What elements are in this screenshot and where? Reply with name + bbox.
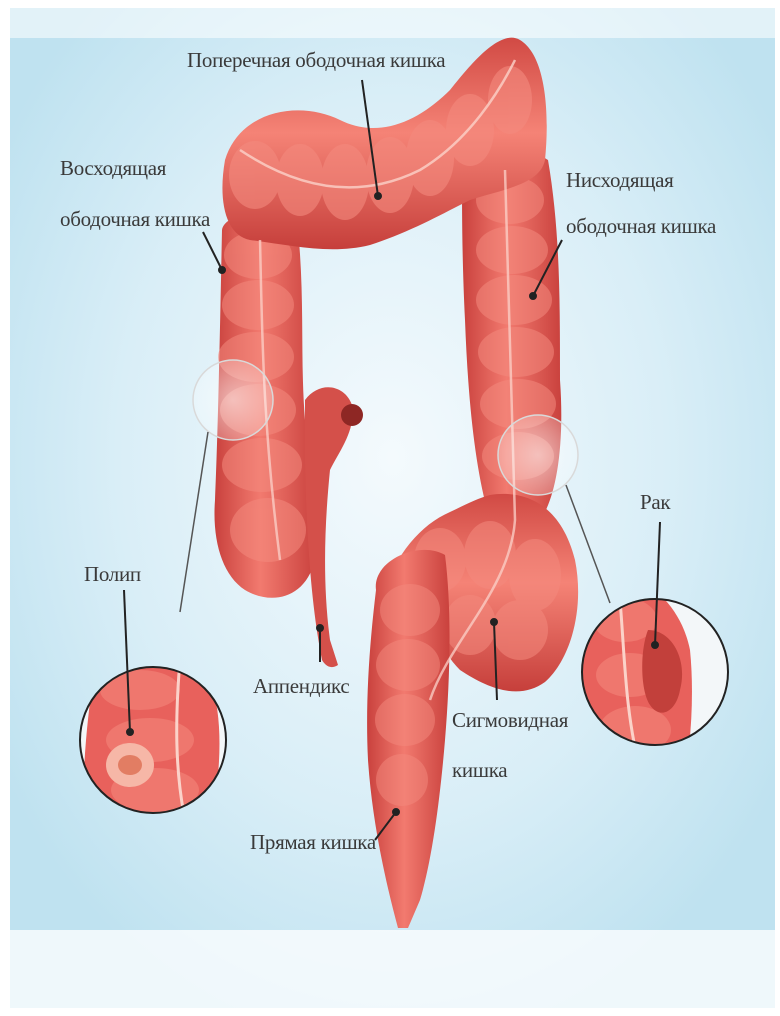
label-transverse-colon: Поперечная ободочная кишка xyxy=(187,46,445,74)
label-appendix: Аппендикс xyxy=(253,672,349,700)
label-descending-colon-line1: Нисходящая xyxy=(566,166,674,194)
label-cancer: Рак xyxy=(640,488,670,516)
label-sigmoid-colon-line1: Сигмовидная xyxy=(452,706,568,734)
label-sigmoid-colon-line2: кишка xyxy=(452,756,507,784)
label-descending-colon-line2: ободочная кишка xyxy=(566,212,716,240)
label-polyp: Полип xyxy=(84,560,141,588)
cancer-magnifier-source xyxy=(498,415,578,495)
polyp-magnifier-source xyxy=(193,360,273,440)
label-ascending-colon-line1: Восходящая xyxy=(60,154,166,182)
label-ascending-colon-line2: ободочная кишка xyxy=(60,205,210,233)
label-rectum: Прямая кишка xyxy=(250,828,376,856)
